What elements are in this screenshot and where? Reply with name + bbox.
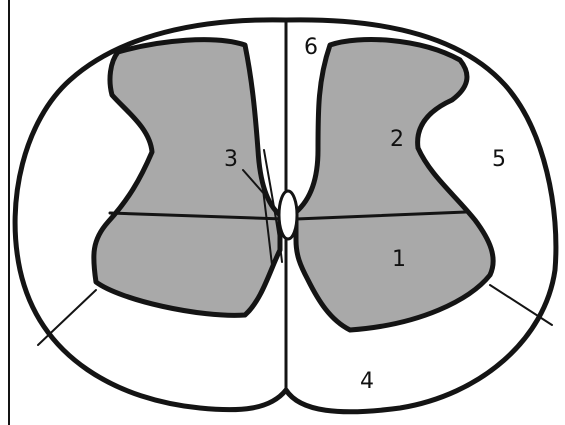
label-region-2: 2 xyxy=(390,127,404,152)
label-region-1: 1 xyxy=(392,247,406,272)
label-region-4: 4 xyxy=(360,369,374,394)
label-region-6: 6 xyxy=(304,35,318,60)
central-canal xyxy=(279,191,297,239)
label-region-5: 5 xyxy=(492,147,506,172)
label-region-3: 3 xyxy=(224,147,238,172)
